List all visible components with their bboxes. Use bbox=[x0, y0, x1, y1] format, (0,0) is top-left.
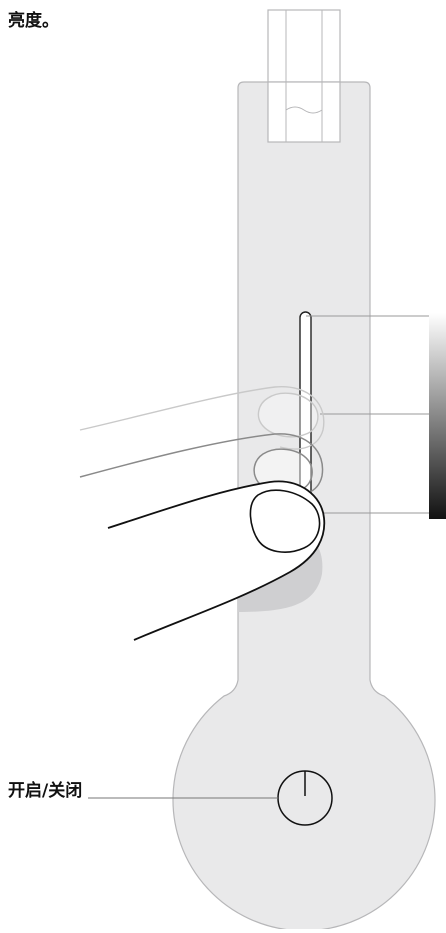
top-caption: 亮度。 bbox=[8, 11, 59, 31]
finger-touch-icon bbox=[79, 386, 326, 641]
power-label: 开启/关闭 bbox=[8, 781, 83, 801]
brightness-gradient-bar bbox=[429, 313, 446, 519]
lamp-neck-front bbox=[267, 81, 341, 143]
